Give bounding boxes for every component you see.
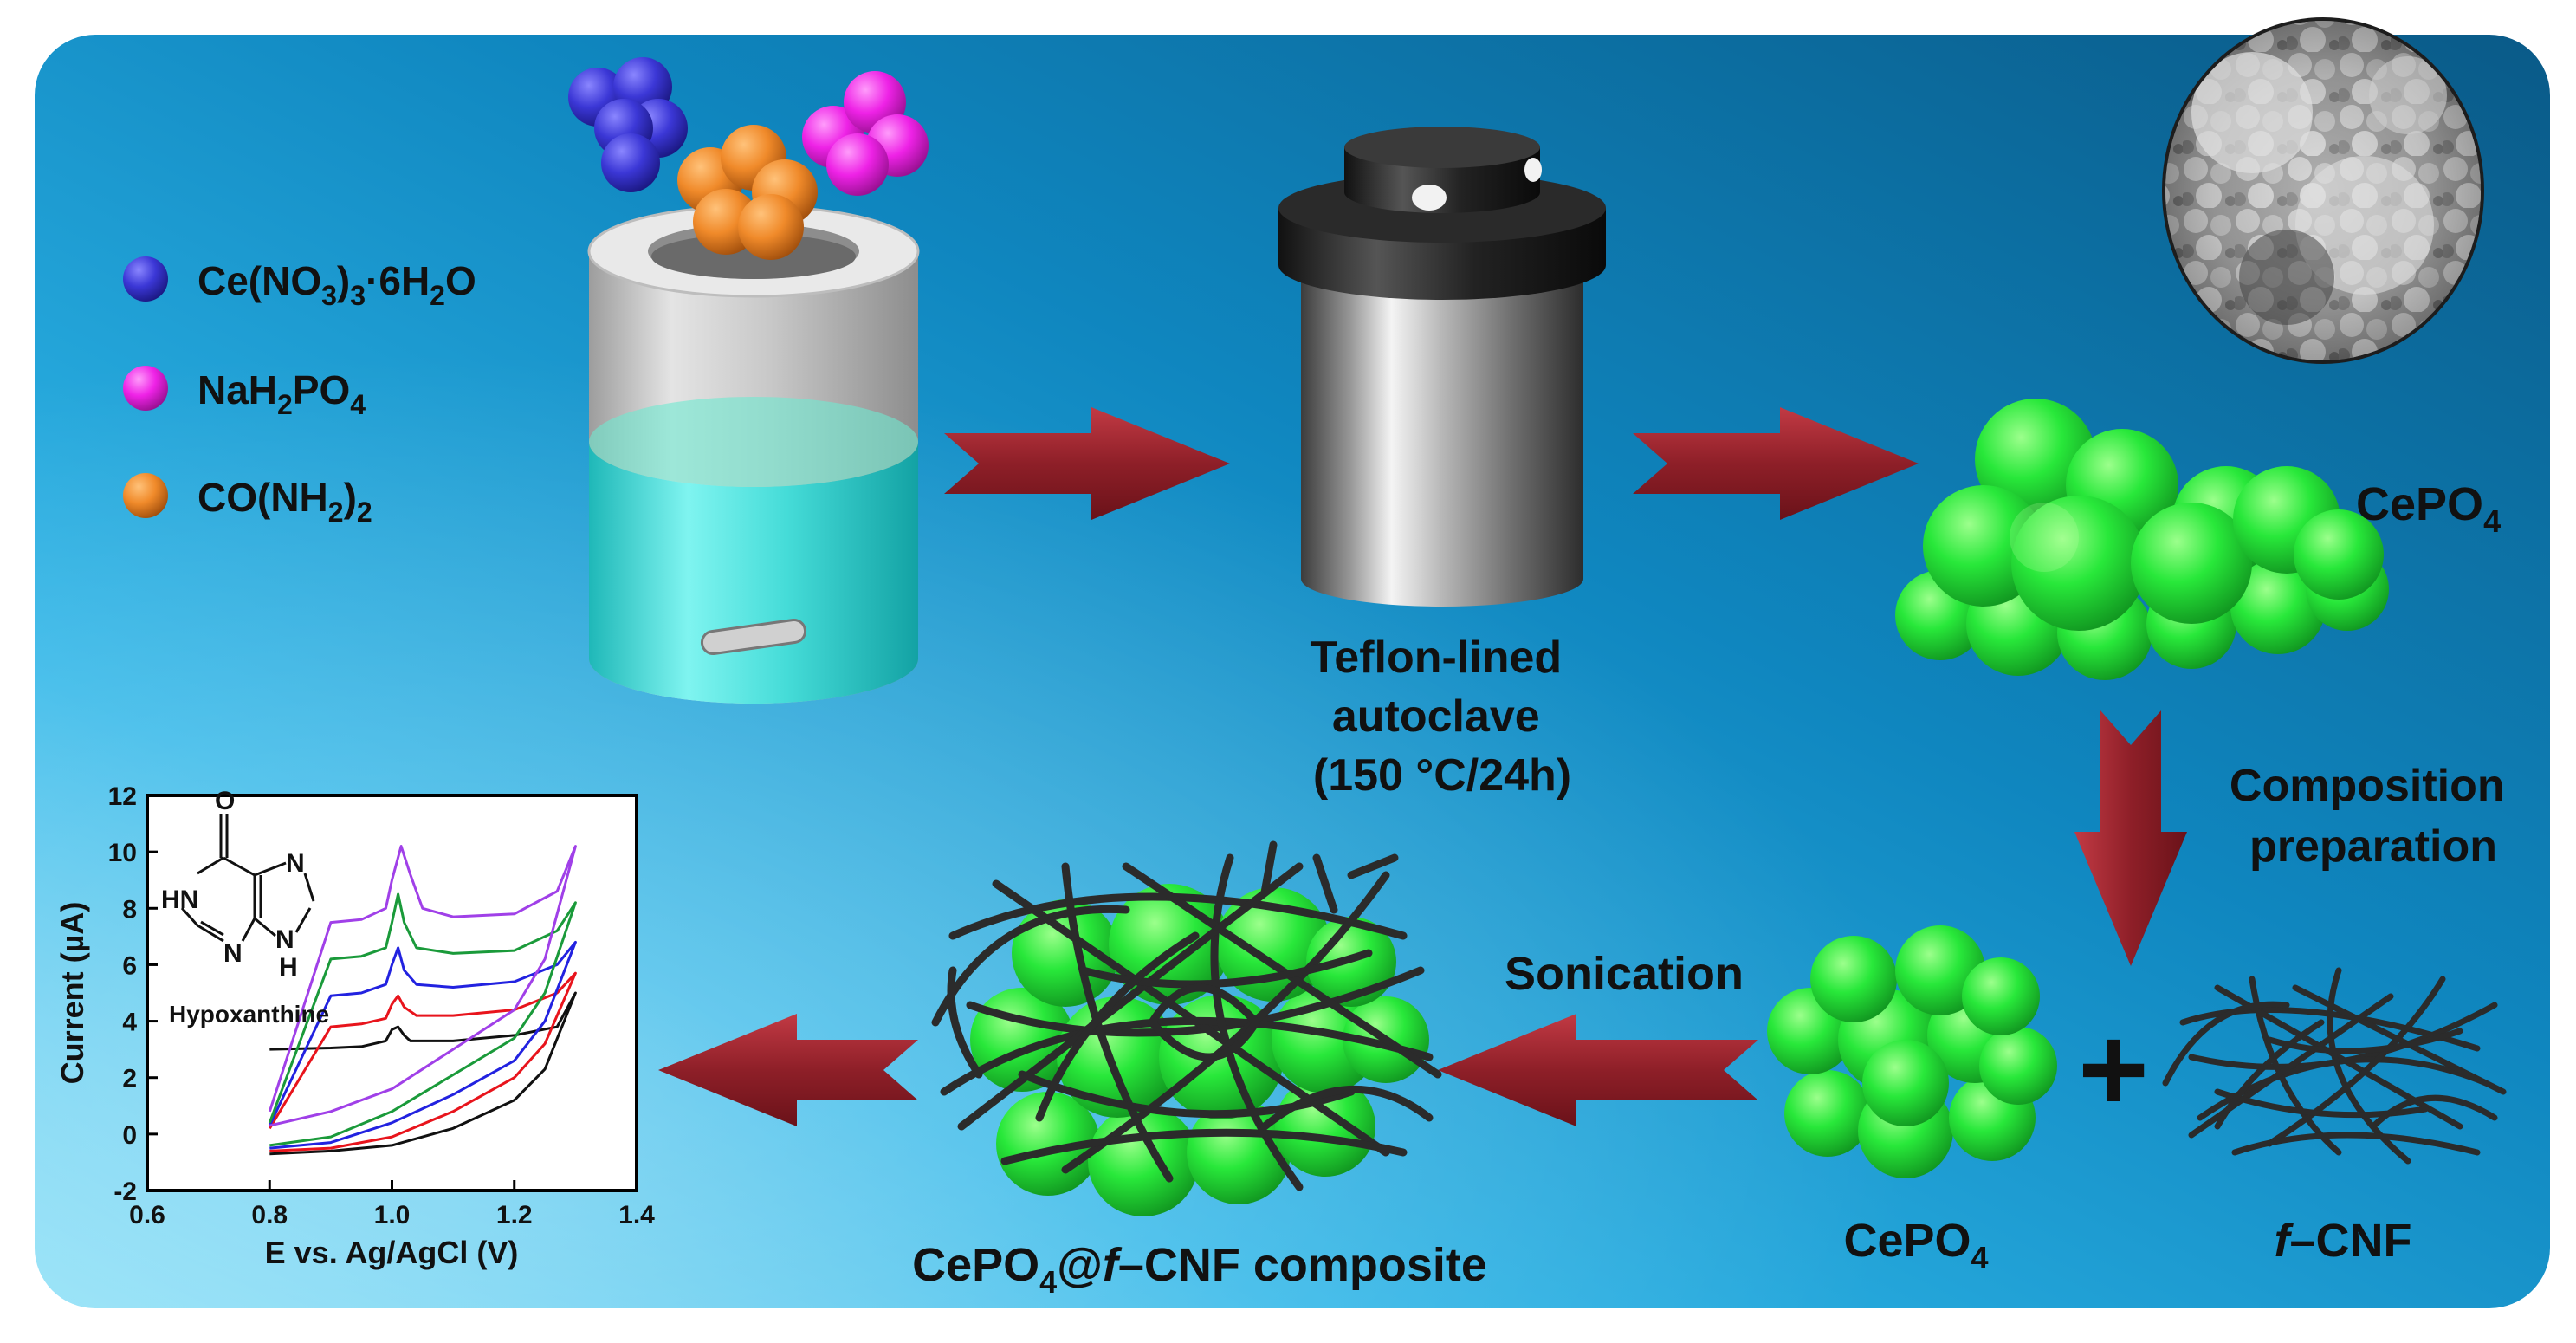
chart-y-tick-label: 4 (122, 1009, 137, 1037)
chart-x-axis-label: E vs. Ag/AgCl (V) (265, 1235, 519, 1270)
chart-y-tick-label: 6 (122, 951, 137, 980)
composite-fibers-icon (931, 840, 1442, 1191)
cepo4-bottom-label: CePO4 (1843, 1215, 1988, 1275)
orange-molecule-icon (677, 125, 818, 260)
blue-molecule-icon (568, 57, 688, 192)
chart-y-tick-label: 2 (122, 1065, 137, 1093)
stir-bar-icon (700, 618, 807, 656)
cv-curve-1 (269, 991, 577, 1156)
chart-y-tick-label: 10 (108, 839, 137, 867)
chart-y-tick-label: 12 (108, 782, 137, 811)
autoclave-caption: Teflon-lined autoclave (150 °C/24h) (1310, 633, 1574, 801)
hypoxanthine-atoms: O HN N N N H (161, 787, 312, 982)
arrow-left-1-icon (1438, 1014, 1758, 1126)
cepo4-cluster-bottom-icon (1767, 925, 2057, 1178)
cv-curve-2 (269, 971, 577, 1152)
chart-x-tick-label: 1.2 (496, 1201, 533, 1229)
chart-y-axis: -2 0 2 4 6 8 10 12 (108, 782, 158, 1206)
chart-series (268, 845, 577, 1156)
sonication-label: Sonication (1505, 948, 1744, 1000)
fcnf-label: f–CNF (2275, 1215, 2412, 1267)
urea-label: CO(NH2)2 (197, 475, 372, 528)
ce-nitrate-ball-icon (123, 256, 168, 302)
chart-x-tick-label: 1.0 (374, 1201, 411, 1229)
hypoxanthine-label: Hypoxanthine (169, 1001, 329, 1028)
beaker-icon (587, 204, 920, 704)
reagent-legend: Ce(NO3)3·6H2O NaH2PO4 CO(NH2)2 (123, 256, 476, 528)
urea-ball-icon (123, 473, 168, 518)
arrow-right-2-icon (1633, 407, 1919, 520)
cepo4-top-label: CePO4 (2356, 478, 2501, 539)
autoclave-icon (1278, 127, 1606, 607)
pink-molecule-icon (802, 71, 929, 196)
chart-y-tick-label: 8 (122, 895, 137, 924)
nah2po4-label: NaH2PO4 (197, 367, 366, 420)
fcnf-fibers-icon (2162, 967, 2507, 1165)
chart-x-tick-label: 1.4 (618, 1201, 655, 1229)
cv-curve-4 (268, 892, 577, 1147)
hypoxanthine-structure-icon (180, 814, 315, 943)
chart-x-axis: 0.6 0.8 1.0 1.2 1.4 (129, 1180, 655, 1229)
cv-curve-5 (268, 845, 577, 1127)
composition-preparation-label: Composition preparation (2230, 761, 2517, 872)
composite-cluster-icon (970, 884, 1429, 1216)
cepo4-cluster-top-icon (1895, 399, 2389, 680)
arrow-left-2-icon (658, 1014, 918, 1126)
autoclave-knob-icon (1412, 185, 1447, 211)
ce-nitrate-label: Ce(NO3)3·6H2O (197, 258, 476, 311)
plus-sign: + (2078, 1001, 2149, 1137)
arrow-down-icon (2074, 710, 2187, 966)
composite-label: CePO4@f–CNF composite (912, 1239, 1487, 1300)
cv-chart: -2 0 2 4 6 8 10 12 0.6 0.8 1.0 1.2 1.4 E vs. Ag/AgC… (55, 782, 655, 1270)
nah2po4-ball-icon (123, 366, 168, 411)
chart-x-tick-label: 0.6 (129, 1201, 165, 1229)
sem-image (2162, 17, 2484, 364)
chart-y-tick-label: 0 (122, 1121, 137, 1150)
cv-curve-3 (268, 940, 577, 1150)
chart-y-tick-label: -2 (113, 1178, 137, 1206)
arrow-right-1-icon (944, 407, 1230, 520)
chart-x-tick-label: 0.8 (251, 1201, 288, 1229)
chart-y-axis-label: Current (µA) (55, 902, 90, 1085)
